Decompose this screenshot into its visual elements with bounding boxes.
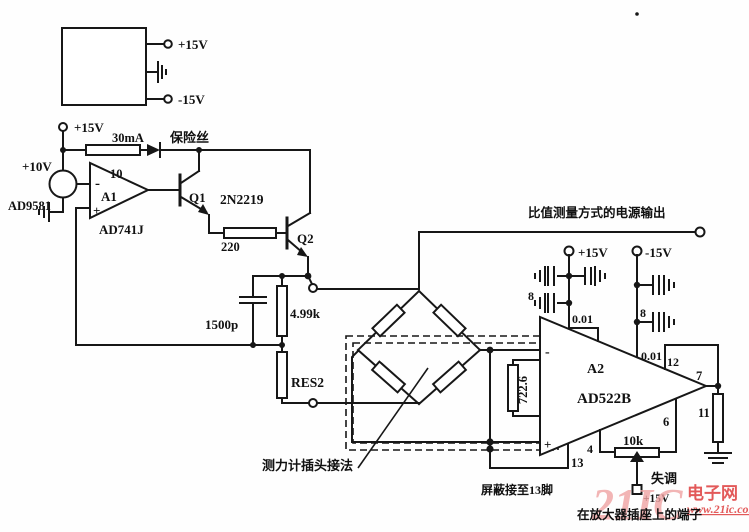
cap-8-neg-top [636, 275, 675, 295]
pin4-label: 4 [587, 442, 593, 456]
resistor-res2: RES2 [276, 344, 420, 408]
excitation-line: 比值测量方式的电源输出 [306, 205, 706, 293]
socket-caption: 在放大器插座上的端子 [577, 507, 703, 522]
a1-r10-label: 10 [110, 167, 123, 181]
c1500-label: 1500p [205, 317, 238, 332]
resistor-11 [712, 393, 724, 443]
watermark-big: 21IC [591, 480, 683, 529]
watermark-script: www.21ic.com [687, 502, 749, 516]
pin7-label: 7 [696, 369, 702, 383]
watermark: 21IC 电子网 www.21ic.com [591, 480, 749, 529]
amp-a2: - + A2 AD522B [539, 315, 709, 457]
shield-caption: 屏蔽接至13脚 [480, 482, 553, 497]
vref-circle [48, 169, 78, 199]
offset-caption: 失调 [651, 471, 677, 486]
bridge-resistor-tl [371, 303, 406, 338]
psu-neg-label: -15V [178, 92, 205, 107]
resistor-220: 220 [221, 227, 288, 254]
bridge-resistor-bl [370, 360, 407, 394]
bridge-caption: 测力计插头接法 [262, 458, 353, 473]
cap-8-neg-bottom [636, 312, 675, 332]
excitation-terminal [308, 283, 318, 293]
transistor-q1: Q1 2N2219 [178, 147, 264, 234]
pin13-label: 13 [571, 456, 584, 470]
output-ground-icon [704, 452, 732, 464]
r220-label: 220 [221, 240, 240, 254]
decoupling-pos: +15V 8 0.01 [528, 245, 608, 342]
pot-value-label: 10k [623, 433, 644, 448]
rg-label: 722.6 [516, 376, 530, 404]
fuse-name-label: 保险丝 [169, 130, 209, 145]
cap-8-pos-top [534, 266, 570, 286]
bridge-resistor-tr [432, 303, 467, 338]
output-network: 12 7 11 [664, 344, 732, 464]
decouple-pos-label: +15V [578, 245, 608, 260]
ratio-caption: 比值测量方式的电源输出 [528, 205, 666, 220]
ratio-output-terminal [694, 226, 706, 238]
diode-icon [147, 144, 160, 156]
fuse-resistor [85, 144, 141, 156]
c8-pos-label: 8 [528, 289, 534, 303]
wiper-supply-label: +15V [643, 493, 670, 505]
vref-node-label: +10V [22, 159, 52, 174]
a1-designator: A1 [101, 189, 117, 204]
c001-pos-label: 0.01 [572, 312, 593, 326]
offset-pot: 10k 失调 +15V 6 4 13 [571, 398, 677, 505]
cap-001-pos [568, 266, 606, 286]
psu-pos-terminal [163, 39, 173, 49]
a2-plus-mark: + [544, 437, 551, 452]
filter-network: 1500p 4.99k RES2 [75, 272, 420, 408]
c001-neg-label: 0.01 [641, 349, 662, 363]
watermark-site: 电子网 [687, 483, 738, 503]
q1-designator: Q1 [189, 190, 206, 205]
psu-neg-terminal [163, 94, 173, 104]
q1-emitter-arrow-icon [198, 204, 209, 215]
vref-part-label: AD9581 [8, 199, 51, 213]
pin6-label: 6 [663, 415, 669, 429]
fuse-current-label: 30mA [112, 131, 144, 145]
rail-terminal [58, 122, 68, 132]
opamp-a1: - + A1 10 AD741J [75, 161, 181, 346]
c8-neg-label: 8 [640, 306, 646, 320]
supply-rail: +15V 30mA 保险丝 [58, 120, 311, 171]
a1-minus-mark: - [95, 176, 100, 192]
offset-wiper-terminal [631, 484, 643, 495]
q2-designator: Q2 [297, 231, 314, 246]
a1-plus-mark: + [93, 203, 100, 218]
r499-label: 4.99k [290, 306, 321, 321]
a2-part-label: AD522B [577, 391, 631, 407]
bridge-amp-wiring [351, 346, 569, 469]
gain-resistor-722: 722.6 [507, 359, 541, 417]
bridge-resistor-br [431, 360, 468, 394]
a2-minus-mark: - [545, 345, 550, 360]
pot-wiper-arrow-icon [630, 451, 644, 462]
q2-emitter-arrow-icon [297, 247, 308, 257]
pin12-label: 12 [667, 355, 679, 369]
rail-terminal-label: +15V [74, 120, 104, 135]
scan-artifact-dot [635, 12, 639, 16]
a1-part-label: AD741J [99, 222, 144, 237]
strain-gauge-bridge [356, 289, 482, 406]
transistor-q2: Q2 [285, 149, 314, 277]
q1-part-label: 2N2219 [220, 192, 264, 207]
resistor-4-99k: 4.99k [276, 275, 321, 346]
decoupling-neg: -15V 8 0.01 [631, 245, 675, 363]
a2-designator: A2 [587, 362, 604, 377]
cap-8-pos-bottom [534, 293, 570, 313]
voltage-reference: +10V AD9581 [8, 159, 91, 222]
bridge-caption-pointer [357, 367, 429, 469]
vref-ground-icon [38, 202, 50, 222]
psu-pos-label: +15V [178, 37, 208, 52]
res2-label: RES2 [291, 375, 324, 390]
r11-label: 11 [698, 406, 710, 420]
decouple-neg-label: -15V [645, 245, 672, 260]
res2-terminal [308, 398, 318, 408]
power-supply-box: +15V -15V [61, 27, 208, 107]
psu-ground-icon [145, 61, 167, 83]
